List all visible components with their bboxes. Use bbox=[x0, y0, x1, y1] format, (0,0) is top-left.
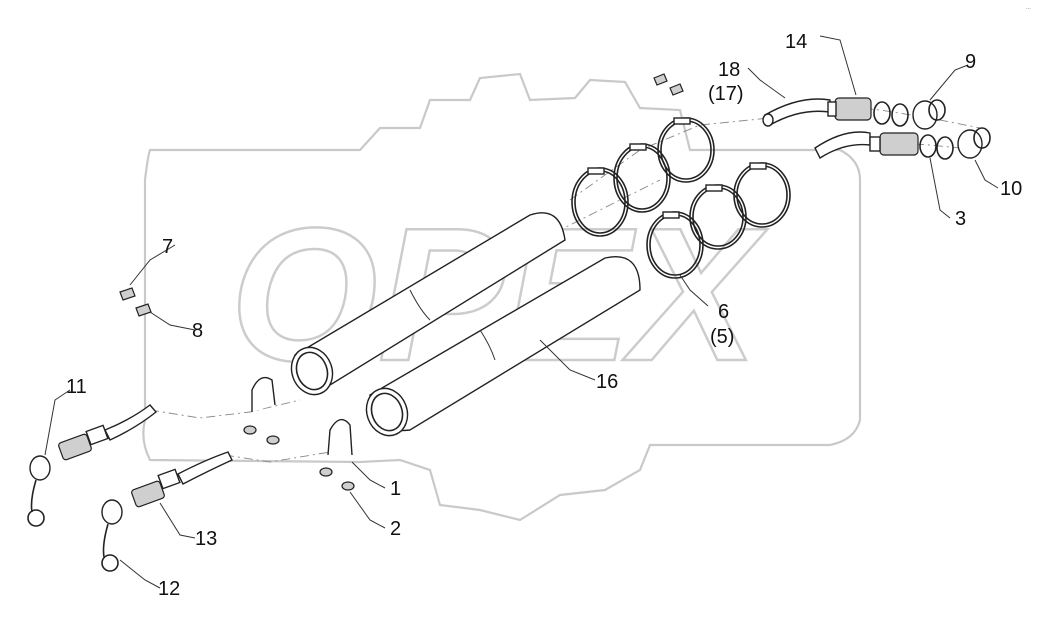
hose-clamp-6 bbox=[733, 162, 791, 228]
axis-line-upper-hose bbox=[149, 399, 301, 419]
axis-line-clamps bbox=[569, 117, 771, 201]
dust-cap-10 bbox=[957, 127, 991, 159]
callout-1: 1 bbox=[390, 478, 401, 500]
clip-top-2 bbox=[669, 83, 684, 96]
dust-cap-11 bbox=[27, 455, 51, 527]
callout-10: 10 bbox=[1000, 178, 1022, 200]
coupling-lower bbox=[869, 132, 919, 156]
callout-9: 9 bbox=[965, 51, 976, 73]
callout-12: 12 bbox=[158, 578, 180, 600]
callout-17: (17) bbox=[708, 83, 744, 105]
protective-tube-upper bbox=[290, 212, 566, 396]
hose-clamp-1 bbox=[571, 167, 629, 237]
clip-7 bbox=[119, 287, 136, 301]
clip-top-1 bbox=[653, 73, 668, 86]
hose-upper-left bbox=[104, 404, 158, 441]
corner-mark: ··· bbox=[1026, 6, 1031, 12]
leader-lines bbox=[44, 35, 999, 589]
dust-cap-9 bbox=[912, 99, 946, 130]
seal-ring-upper bbox=[873, 101, 909, 127]
u-bolt-right bbox=[319, 418, 355, 491]
hose-lower-left bbox=[177, 451, 233, 485]
axis-line-lower-hose bbox=[224, 451, 331, 463]
protective-tube-lower bbox=[365, 256, 641, 437]
callout-3: 3 bbox=[955, 208, 966, 230]
callout-8: 8 bbox=[192, 320, 203, 342]
hose-lower-right bbox=[814, 131, 871, 160]
callout-7: 7 bbox=[162, 236, 173, 258]
callout-13: 13 bbox=[195, 528, 217, 550]
callout-11: 11 bbox=[66, 376, 87, 398]
callout-18: 18 bbox=[718, 59, 740, 81]
callout-14: 14 bbox=[785, 31, 807, 53]
callout-16: 16 bbox=[596, 371, 618, 393]
clip-8 bbox=[135, 303, 152, 317]
coupling-13 bbox=[131, 468, 181, 508]
hose-clamp-2 bbox=[613, 143, 671, 213]
callout-6: 6 bbox=[718, 301, 729, 323]
u-bolt-left bbox=[243, 376, 280, 445]
axis-line-lower-fittings bbox=[819, 141, 981, 151]
callout-5: (5) bbox=[710, 326, 734, 348]
hose-18 bbox=[762, 98, 831, 127]
coupling-14 bbox=[827, 97, 872, 121]
callout-2: 2 bbox=[390, 518, 401, 540]
seal-ring-3 bbox=[919, 134, 954, 160]
hose-clamp-3 bbox=[657, 117, 715, 183]
coupling-left-upper bbox=[58, 424, 109, 461]
dust-cap-12 bbox=[101, 499, 123, 572]
